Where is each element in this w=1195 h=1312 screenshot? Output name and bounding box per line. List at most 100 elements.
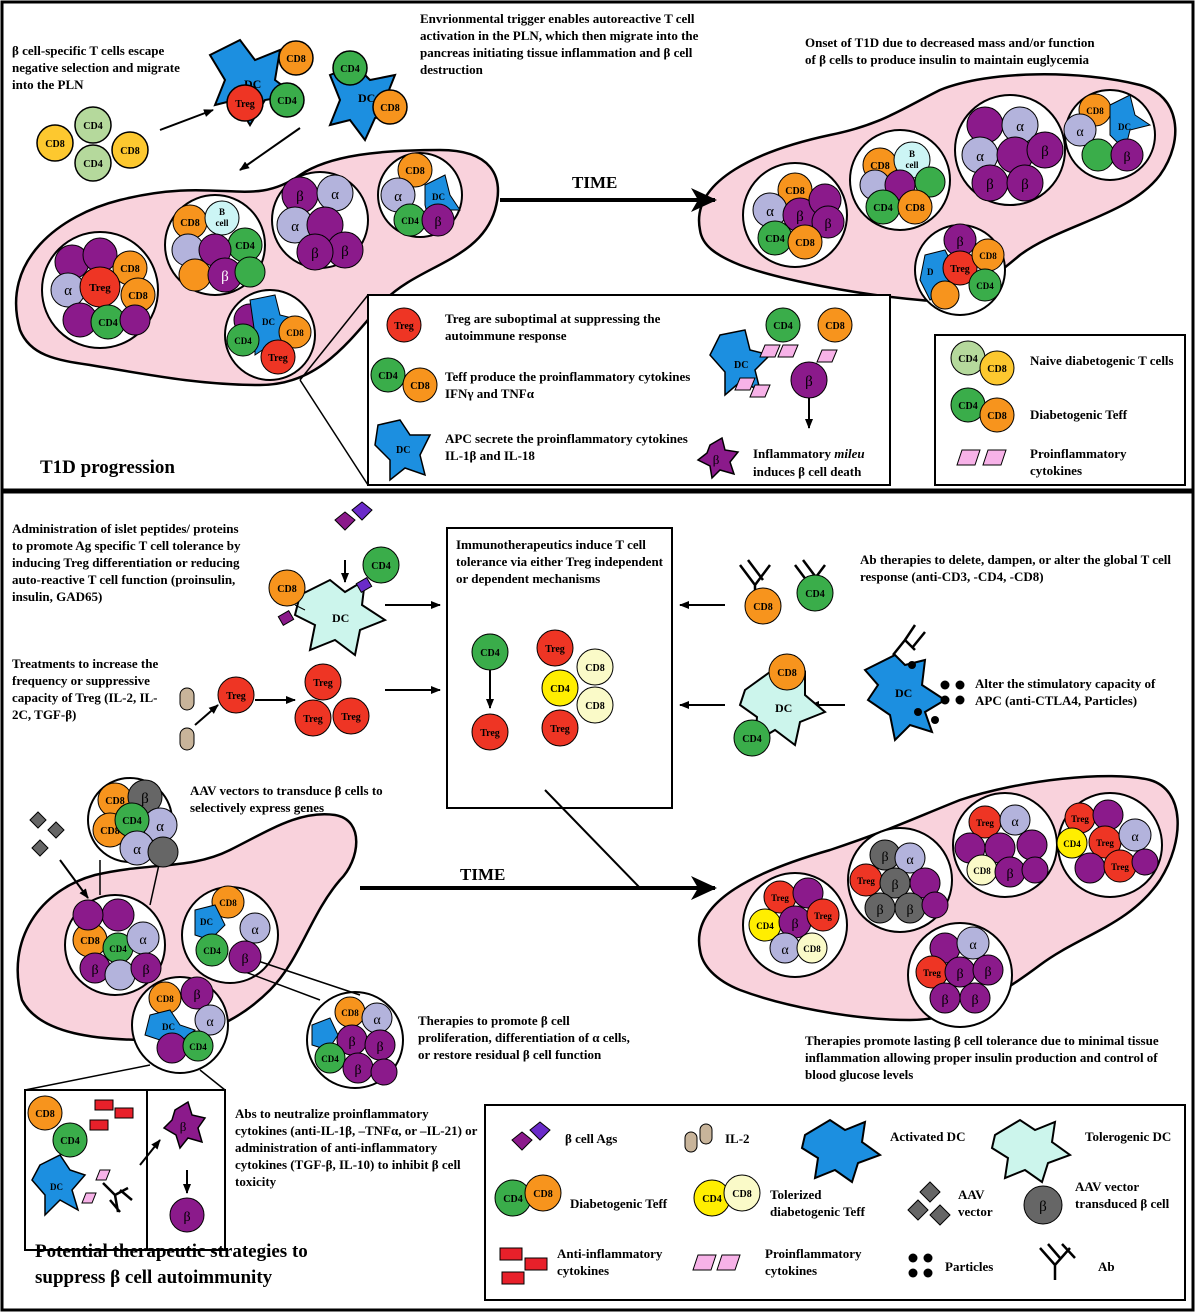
legend-aav-vector: AAV vector xyxy=(958,1187,993,1219)
svg-text:CD8: CD8 xyxy=(410,381,429,392)
svg-text:CD4: CD4 xyxy=(742,734,761,745)
svg-text:Treg: Treg xyxy=(226,691,246,702)
svg-text:α: α xyxy=(1016,119,1024,135)
svg-text:CD4: CD4 xyxy=(98,318,117,329)
svg-text:β: β xyxy=(881,850,888,865)
svg-text:β: β xyxy=(183,1210,190,1225)
legend-tolerized-teff: Tolerized diabetogenic Teff xyxy=(770,1187,865,1219)
svg-text:CD4: CD4 xyxy=(321,1054,339,1064)
svg-text:Treg: Treg xyxy=(303,714,323,725)
svg-text:Treg: Treg xyxy=(89,282,111,294)
svg-text:CD8: CD8 xyxy=(405,166,424,177)
svg-text:CD8: CD8 xyxy=(533,1189,552,1200)
svg-text:Treg: Treg xyxy=(976,818,994,828)
svg-text:β: β xyxy=(348,1035,355,1050)
text-ab-therapies: Ab therapies to delete, dampen, or alter… xyxy=(860,552,1172,584)
svg-text:CD4: CD4 xyxy=(1063,839,1081,849)
svg-text:CD8: CD8 xyxy=(987,364,1006,375)
top-panel-frame xyxy=(0,0,1195,492)
svg-text:cell: cell xyxy=(906,160,919,170)
svg-text:α: α xyxy=(251,923,259,938)
svg-text:CD4: CD4 xyxy=(503,1194,522,1205)
svg-text:Treg: Treg xyxy=(394,321,414,332)
svg-text:α: α xyxy=(291,219,299,235)
svg-text:β: β xyxy=(986,177,994,193)
svg-text:Treg: Treg xyxy=(313,678,333,689)
svg-text:β: β xyxy=(341,244,349,260)
death-text-line1: Inflammatory mileu xyxy=(753,446,865,461)
svg-text:α: α xyxy=(781,943,789,958)
text-alter-apc: Alter the stimulatory capacity of APC (a… xyxy=(975,676,1156,708)
svg-text:β: β xyxy=(221,269,229,285)
svg-text:α: α xyxy=(1131,830,1139,845)
text-trigger: Envrionmental trigger enables autoreacti… xyxy=(420,11,699,77)
top-panel-title: T1D progression xyxy=(40,457,175,478)
svg-text:CD8: CD8 xyxy=(120,264,139,275)
svg-text:β: β xyxy=(984,965,991,980)
svg-text:CD4: CD4 xyxy=(83,121,102,132)
svg-text:β: β xyxy=(91,963,98,978)
svg-text:Treg: Treg xyxy=(1096,838,1114,848)
svg-text:β: β xyxy=(876,903,883,918)
svg-text:DC: DC xyxy=(775,701,792,715)
svg-text:α: α xyxy=(766,204,774,220)
svg-text:Treg: Treg xyxy=(814,911,832,921)
svg-text:CD4: CD4 xyxy=(60,1136,79,1147)
legend-tolerogenic-dc: Tolerogenic DC xyxy=(1085,1129,1172,1144)
svg-text:β: β xyxy=(180,1119,187,1134)
text-lasting-tolerance: Therapies promote lasting β cell toleran… xyxy=(805,1033,1159,1082)
svg-text:CD4: CD4 xyxy=(805,589,824,600)
svg-text:β: β xyxy=(971,993,978,1008)
svg-text:Treg: Treg xyxy=(235,99,255,110)
legend-teff: Diabetogenic Teff xyxy=(1030,407,1128,422)
svg-text:β: β xyxy=(796,209,804,225)
svg-text:CD8: CD8 xyxy=(105,796,124,807)
svg-text:cell: cell xyxy=(216,218,229,228)
svg-text:β: β xyxy=(376,1040,383,1055)
svg-text:α: α xyxy=(906,853,914,868)
svg-text:CD8: CD8 xyxy=(35,1109,54,1120)
svg-text:β: β xyxy=(142,963,149,978)
svg-text:DC: DC xyxy=(200,917,213,927)
bottom-panel-title-2: suppress β cell autoimmunity xyxy=(35,1267,273,1288)
svg-text:α: α xyxy=(969,938,977,953)
svg-text:CD8: CD8 xyxy=(987,411,1006,422)
legend-il2: IL-2 xyxy=(725,1131,750,1146)
svg-text:Treg: Treg xyxy=(1111,862,1129,872)
svg-text:CD8: CD8 xyxy=(156,994,174,1004)
svg-text:α: α xyxy=(1076,125,1084,140)
svg-text:CD8: CD8 xyxy=(785,186,804,197)
svg-text:CD8: CD8 xyxy=(219,898,237,908)
svg-text:α: α xyxy=(331,187,339,203)
svg-text:CD8: CD8 xyxy=(732,1189,751,1200)
text-neutralize: Abs to neutralize proinflammatory cytoki… xyxy=(235,1106,478,1189)
svg-text:α: α xyxy=(976,149,984,165)
svg-text:β: β xyxy=(956,235,963,250)
islet-cells-treated: CD8 CD4 α β β CD8 DC α CD4 β CD8 β DC α … xyxy=(72,885,398,1086)
svg-text:β: β xyxy=(906,903,913,918)
legend-activated-dc: Activated DC xyxy=(890,1129,966,1144)
text-apc: APC secrete the proinflammatory cytokine… xyxy=(445,431,688,463)
svg-text:α: α xyxy=(64,283,72,299)
svg-text:CD8: CD8 xyxy=(128,291,147,302)
svg-text:CD4: CD4 xyxy=(773,321,792,332)
svg-text:CD8: CD8 xyxy=(803,944,821,954)
legend-naive: Naive diabetogenic T cells xyxy=(1030,353,1174,368)
svg-text:CD4: CD4 xyxy=(702,1194,721,1205)
svg-text:CD4: CD4 xyxy=(277,96,296,107)
svg-text:CD8: CD8 xyxy=(979,251,997,261)
svg-text:β: β xyxy=(956,967,963,982)
svg-text:β: β xyxy=(1021,177,1029,193)
svg-text:CD4: CD4 xyxy=(235,241,254,252)
svg-text:DC: DC xyxy=(358,91,375,105)
svg-text:DC: DC xyxy=(396,445,410,456)
bottom-legend-icons: CD4 CD8 CD4 CD8 β xyxy=(494,1118,1076,1285)
text-immunotherapeutics: Immunotherapeutics induce T cell toleran… xyxy=(456,537,664,586)
svg-text:β: β xyxy=(1006,867,1013,882)
svg-text:Treg: Treg xyxy=(923,968,941,978)
svg-text:CD8: CD8 xyxy=(1086,106,1104,116)
text-proliferation: Therapies to promote β cell proliferatio… xyxy=(418,1013,630,1062)
svg-text:α: α xyxy=(133,842,141,858)
svg-text:CD8: CD8 xyxy=(80,936,99,947)
svg-text:β: β xyxy=(354,1063,361,1078)
